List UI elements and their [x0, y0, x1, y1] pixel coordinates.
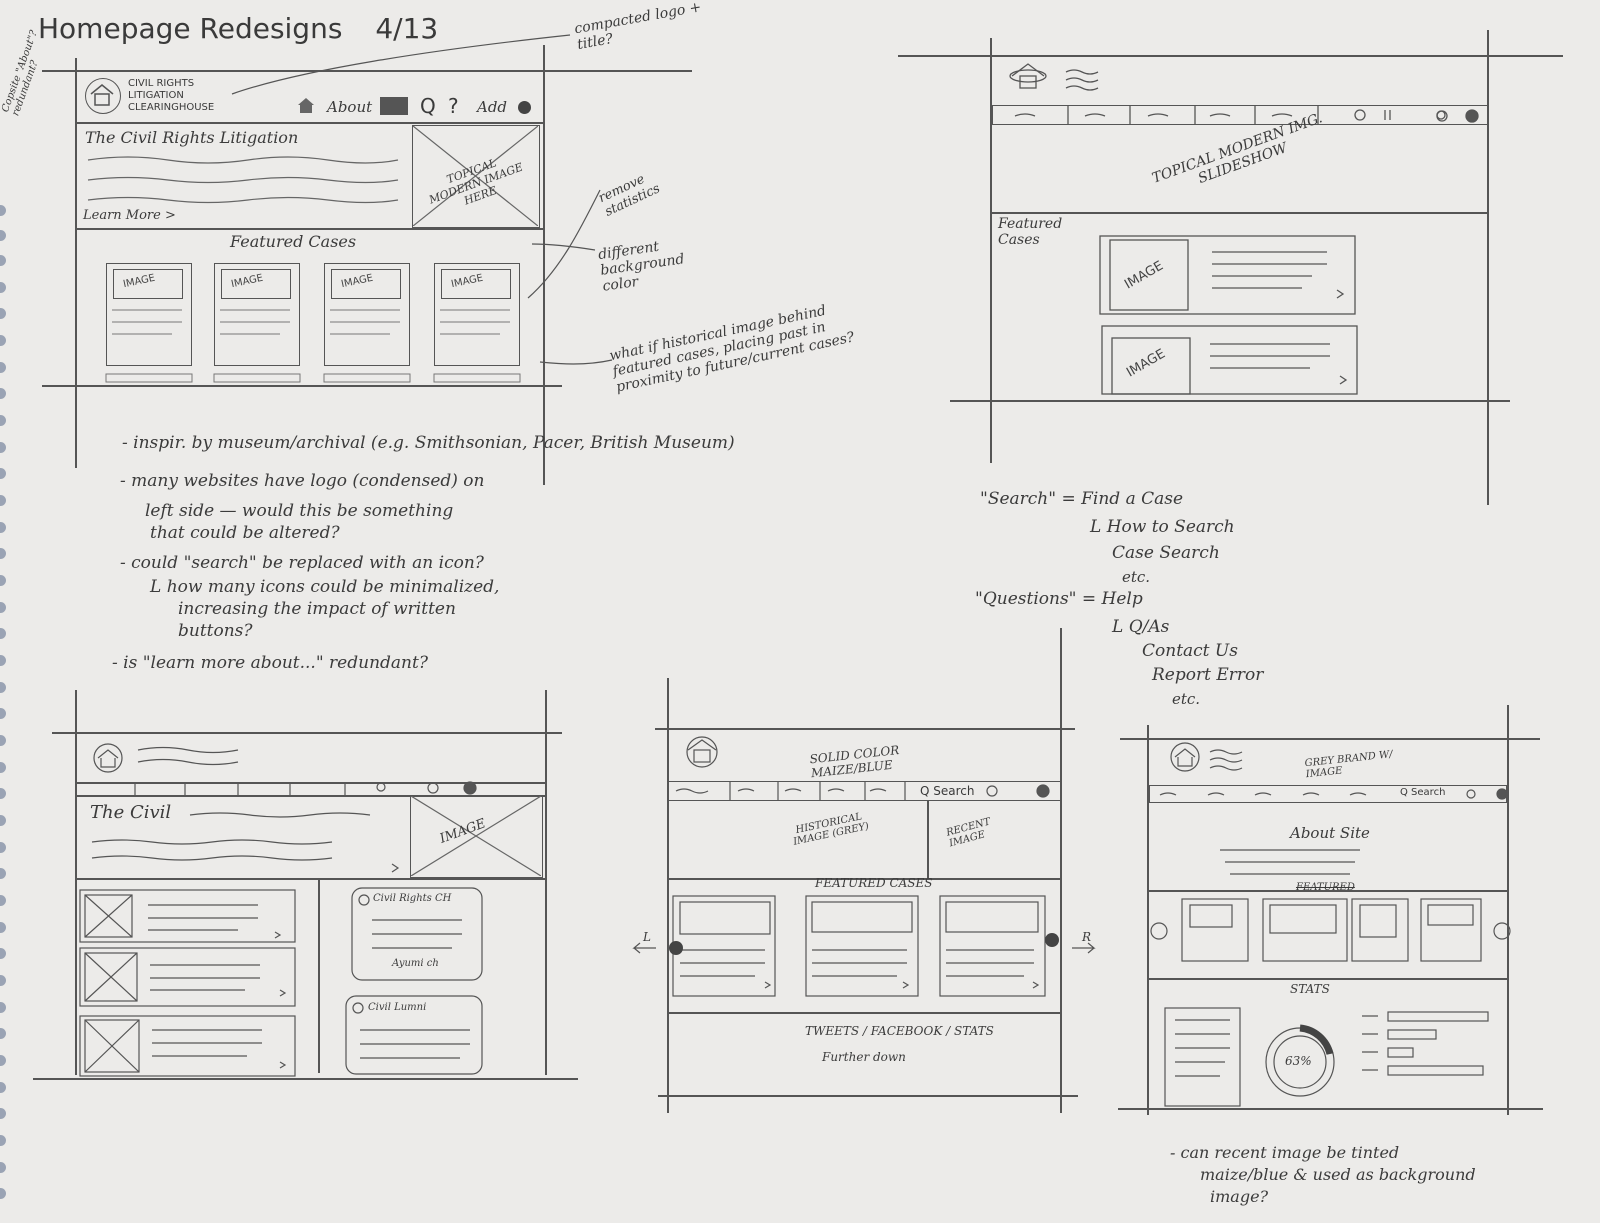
card-image [113, 269, 183, 299]
nav-about[interactable]: About [327, 98, 373, 116]
glossary-item: etc. [1172, 690, 1201, 708]
note-line: - is "learn more about..." redundant? [112, 653, 428, 673]
bottom-note-line: image? [1210, 1187, 1269, 1206]
featured-label: FEATURED CASES [815, 876, 933, 890]
note-line: L how many icons could be minimalized, [150, 577, 500, 597]
note-line: - many websites have logo (condensed) on [120, 471, 485, 491]
side-card-title: Civil Lumni [368, 1002, 427, 1013]
glossary-search: "Search" = Find a Case [980, 489, 1184, 509]
footer-note-2: Further down [822, 1050, 906, 1064]
glossary-item: etc. [1122, 568, 1151, 586]
logo-text: CIVIL RIGHTS LITIGATION CLEARINGHOUSE [128, 78, 214, 114]
card-image [221, 269, 291, 299]
note-line: that could be altered? [150, 523, 340, 543]
featured-card[interactable]: IMAGE [434, 263, 520, 366]
facebook-icon[interactable] [380, 97, 408, 115]
home-icon[interactable] [296, 96, 316, 114]
stats-label: STATS [1290, 982, 1330, 996]
note-line: left side — would this be something [145, 501, 454, 521]
glossary-questions: "Questions" = Help [975, 589, 1143, 609]
featured-card[interactable]: IMAGE [106, 263, 192, 366]
featured-card[interactable]: IMAGE [214, 263, 300, 366]
glossary-item: L Q/As [1112, 617, 1170, 637]
card-image [441, 269, 511, 299]
search-button[interactable]: Q Search [1400, 787, 1446, 798]
logo-line-1: CIVIL RIGHTS [128, 78, 195, 89]
logo-house-icon [85, 78, 121, 114]
hero-image-placeholder: IMAGE [410, 795, 543, 878]
note-line: - could "search" be replaced with an ico… [120, 553, 484, 573]
note-line: buttons? [178, 621, 253, 641]
featured-label: FEATURED [1296, 882, 1355, 893]
search-button[interactable]: Q Search [920, 784, 975, 798]
hero-title: The Civil Rights Litigation [85, 128, 299, 147]
add-circle-icon[interactable] [518, 101, 531, 114]
nav-add[interactable]: Add [477, 98, 508, 116]
arrow-left-label: L [643, 930, 651, 944]
note-line: - inspir. by museum/archival (e.g. Smith… [122, 433, 735, 453]
glossary-item: Report Error [1152, 665, 1264, 685]
page-date: 4/13 [375, 12, 439, 45]
hero-image-placeholder: TOPICAL MODERN IMAGE HERE [412, 125, 540, 228]
side-card-sub: Ayumi ch [392, 958, 439, 969]
logo-line-3: CLEARINGHOUSE [128, 102, 215, 113]
gauge-value: 63% [1285, 1054, 1312, 1068]
help-icon[interactable]: ? [448, 94, 459, 118]
page-title: Homepage Redesigns [38, 12, 343, 45]
page-heading: Homepage Redesigns 4/13 [38, 12, 438, 45]
nav-bar [667, 781, 1061, 801]
search-icon[interactable]: Q [420, 94, 436, 118]
glossary-item: Case Search [1112, 543, 1220, 563]
card-image [331, 269, 401, 299]
featured-label: Featured Cases [998, 216, 1063, 248]
learn-more-link[interactable]: Learn More > [83, 208, 176, 223]
featured-card[interactable]: IMAGE [324, 263, 410, 366]
house-outline-icon [90, 84, 114, 106]
logo-line-2: LITIGATION [128, 90, 184, 101]
glossary-item: Contact Us [1142, 641, 1238, 661]
hero-title: The Civil [90, 802, 172, 823]
side-card-title: Civil Rights CH [373, 893, 452, 904]
footer-note: TWEETS / FACEBOOK / STATS [805, 1024, 994, 1038]
note-line: increasing the impact of written [178, 599, 456, 619]
bottom-note-line: - can recent image be tinted [1170, 1143, 1400, 1162]
about-site-label: About Site [1290, 824, 1370, 842]
bottom-note-line: maize/blue & used as background [1200, 1165, 1476, 1184]
featured-label: Featured Cases [230, 232, 357, 251]
nav-bar [992, 105, 1488, 125]
arrow-right-label: R [1082, 930, 1092, 944]
glossary-item: L How to Search [1090, 517, 1235, 537]
